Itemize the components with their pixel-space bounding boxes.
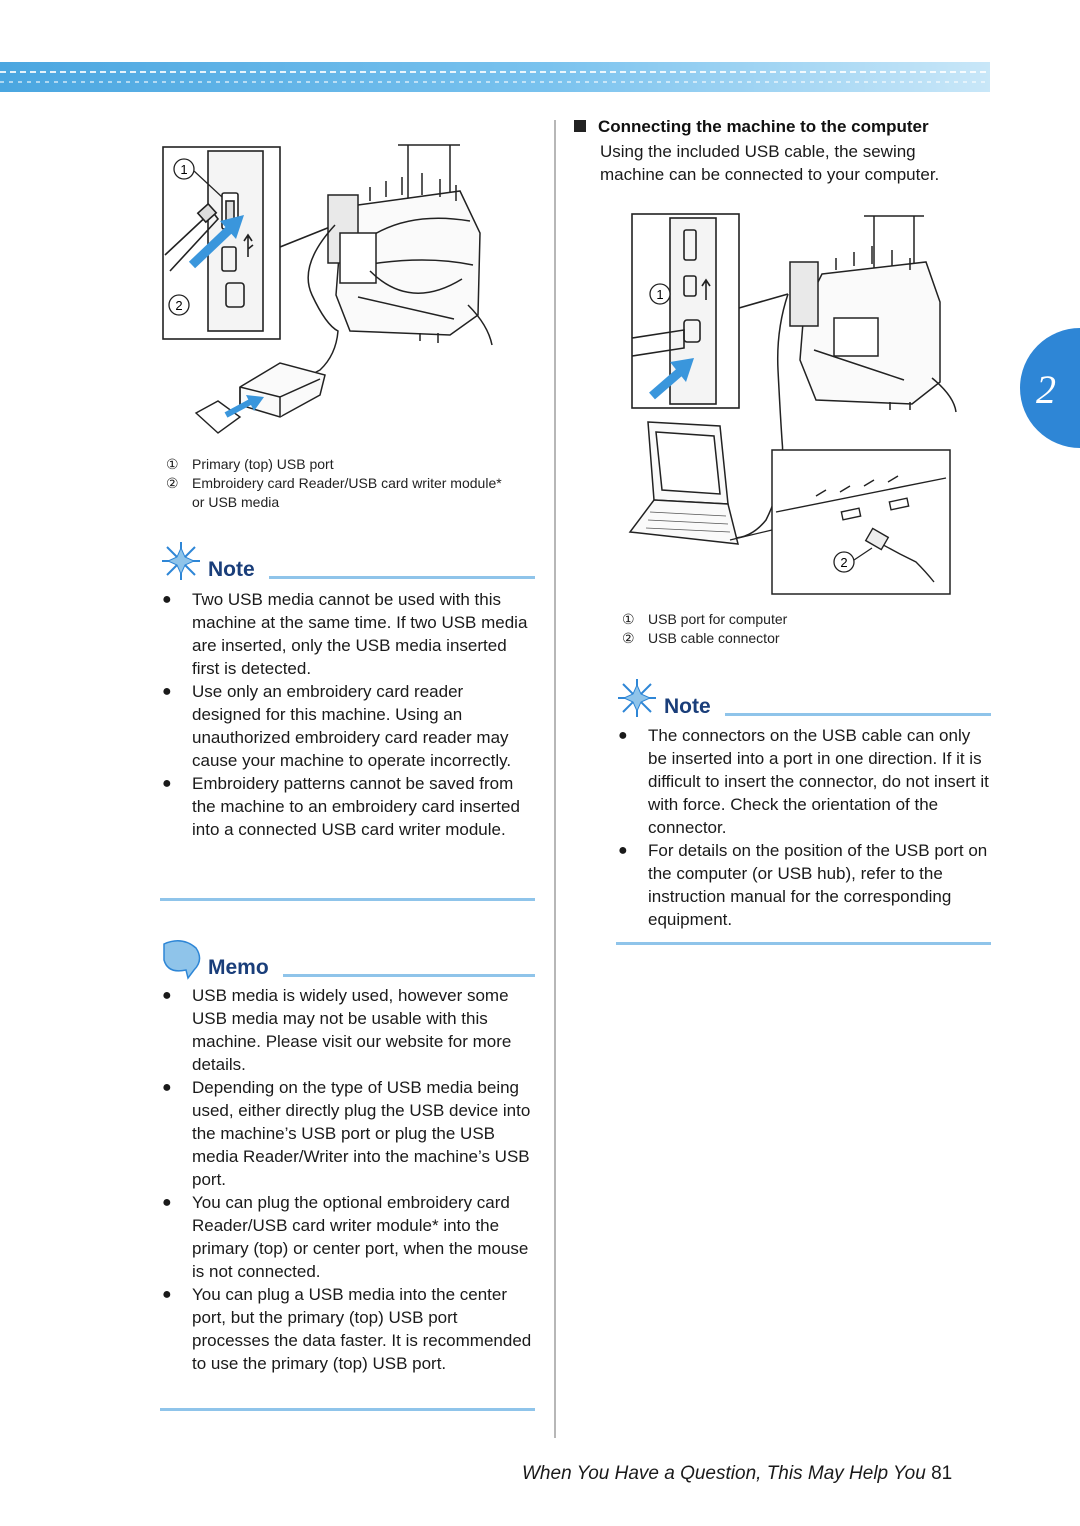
bullet-dot-icon: ●: [162, 1286, 172, 1303]
usb-computer-figure: 1 2: [628, 213, 957, 595]
usb-port-figure: 1 2: [162, 144, 493, 434]
note-star-icon: [162, 542, 200, 580]
column-divider: [554, 120, 556, 1438]
memo-rule: [282, 974, 535, 977]
memo-bubble-icon: [163, 940, 201, 980]
footer-title: When You Have a Question, This May Help …: [522, 1463, 926, 1484]
section-body: Using the included USB cable, the sewing…: [600, 142, 940, 184]
figure-label-1: 1: [173, 158, 195, 180]
note-header: Note: [160, 540, 535, 582]
memo-title: Memo: [208, 956, 269, 979]
note-item: ●Two USB media cannot be used with this …: [162, 590, 528, 678]
bullet-dot-icon: ●: [162, 987, 172, 1004]
memo-header: Memo: [160, 938, 535, 980]
note-star-icon: [618, 679, 656, 717]
bullet-dot-icon: ●: [162, 775, 172, 792]
note-rule: [724, 713, 991, 716]
bullet-dot-icon: ●: [162, 1194, 172, 1211]
memo-item: ●You can plug a USB media into the cente…: [162, 1285, 532, 1373]
figure-label-2: 2: [833, 551, 855, 573]
note-item: ●The connectors on the USB cable can onl…: [618, 726, 989, 837]
chapter-number: 2: [1036, 367, 1056, 412]
note-item: ●For details on the position of the USB …: [618, 841, 988, 929]
memo-item: ●Depending on the type of USB media bein…: [162, 1078, 531, 1189]
bullet-dot-icon: ●: [162, 591, 172, 608]
note-end-rule-right: [616, 942, 991, 945]
section-heading: Connecting the machine to the computer: [574, 117, 929, 137]
note-item: ●Embroidery patterns cannot be saved fro…: [162, 774, 520, 839]
bullet-dot-icon: ●: [162, 683, 172, 700]
svg-text:1: 1: [180, 162, 187, 177]
memo-item: ●USB media is widely used, however some …: [162, 986, 512, 1074]
figure-label-1: 1: [649, 283, 671, 305]
note-list-right: ●The connectors on the USB cable can onl…: [618, 724, 990, 931]
note-item: ●Use only an embroidery card reader desi…: [162, 682, 512, 770]
note-title: Note: [208, 558, 255, 581]
page-number: 81: [931, 1463, 953, 1484]
bullet-dot-icon: ●: [162, 1079, 172, 1096]
chapter-tab: 2: [1020, 328, 1080, 448]
bullet-dot-icon: ●: [618, 842, 628, 859]
memo-list: ●USB media is widely used, however some …: [162, 984, 534, 1375]
memo-item: ●You can plug the optional embroidery ca…: [162, 1193, 529, 1281]
note-rule: [268, 576, 535, 579]
note-title: Note: [664, 695, 711, 718]
svg-text:2: 2: [840, 555, 847, 570]
figure-label-2: 2: [168, 294, 190, 316]
svg-text:1: 1: [656, 287, 663, 302]
page-footer: When You Have a Question, This May Help …: [522, 1463, 952, 1485]
section-square-icon: [574, 120, 586, 132]
memo-end-rule: [160, 1408, 535, 1411]
note-list: ●Two USB media cannot be used with this …: [162, 588, 534, 841]
note-end-rule: [160, 898, 535, 901]
bullet-dot-icon: ●: [618, 727, 628, 744]
header-band: [0, 62, 990, 92]
note-header-right: Note: [616, 677, 991, 719]
svg-text:2: 2: [175, 298, 182, 313]
